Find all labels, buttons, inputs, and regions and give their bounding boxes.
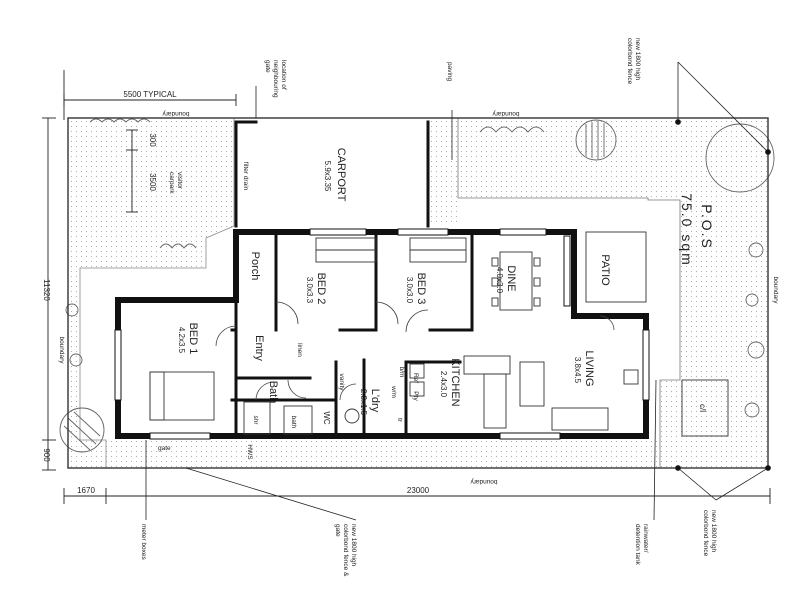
bm-label: b/m (398, 367, 405, 378)
shr-label: shr (252, 415, 259, 425)
vanity-label: vanity (338, 374, 345, 392)
pty-label: Pty (412, 391, 419, 401)
building-walls (115, 120, 649, 439)
boundary-top-right: boundary (492, 110, 520, 117)
entry-label: Entry (253, 335, 265, 361)
landscaping (67, 117, 769, 469)
dim-setback-b: 3500 (148, 173, 157, 191)
note-fence-bottom-right: new 1800 high colorbond fence (702, 510, 717, 557)
note-visitor-carpark: visitor carpark (168, 172, 183, 194)
dim-typical: 5500 TYPICAL (123, 90, 177, 99)
bed2-label: BED 2 3.0x3.3 (305, 273, 327, 308)
tr-label: tr (396, 418, 403, 423)
garden-left (67, 117, 235, 469)
dimension-labels: 5500 TYPICAL 23000 1670 11320 900 300 35… (42, 90, 430, 495)
hws-label: HWS (246, 444, 253, 460)
patio-label: PATIO (599, 254, 611, 286)
porch-label: Porch (249, 252, 261, 281)
note-gate: gate (158, 445, 171, 452)
pos-label: P.O.S 75.0 sqm (679, 193, 715, 267)
windows (114, 228, 650, 440)
site-boundary (67, 117, 769, 469)
note-fence-gate: new 1800 high colorbond fence & gate (334, 524, 357, 578)
dim-total-width: 23000 (407, 486, 430, 495)
dimension-lines (42, 70, 771, 504)
plantings (59, 118, 775, 453)
note-neighbour-gate: location of neighbouring gate (264, 60, 287, 99)
wm-label: w/m (390, 385, 397, 398)
wc-label: WC (322, 411, 331, 425)
fixtures (149, 231, 729, 437)
site-note-labels: location of neighbouring gate paving new… (58, 38, 779, 578)
bed1-label: BED 1 4.2x3.5 (177, 323, 199, 358)
boundary-right: boundary (772, 276, 779, 304)
note-fence-top: new 1800 high colorbond fence (626, 38, 641, 85)
dim-left-offset: 1670 (77, 486, 95, 495)
linen-label: linen (296, 343, 303, 357)
filter-drain-label: filter drain (242, 162, 249, 191)
living-label: LIVING 3.8x4.5 (573, 350, 595, 389)
ref-label: Ref (412, 373, 419, 383)
note-meter-boxes: meter boxes (140, 524, 147, 561)
dim-bottom-offset: 900 (42, 448, 51, 462)
boundary-bottom: boundary (470, 478, 498, 485)
ldry-label: L'dry 2.3x1.5 (359, 389, 381, 416)
note-rainwater: rainwater/ detention tank (634, 524, 649, 566)
cl-label: c/l (698, 404, 707, 412)
bath-fixture-label: bath (290, 416, 297, 429)
dine-label: DINE 4.0x3.0 (495, 265, 517, 294)
room-labels: CARPORT 5.9x3.35 filter drain Porch BED … (177, 148, 715, 460)
kitchen-label: KITCHEN 2.4x3.0 (439, 358, 461, 409)
bath-label: Bath (267, 381, 279, 404)
boundary-left: boundary (58, 336, 65, 364)
dim-setback-a: 300 (148, 133, 157, 147)
carport-label: CARPORT 5.9x3.35 (323, 148, 347, 204)
note-paving: paving (446, 62, 453, 82)
paving-strip (428, 118, 458, 222)
bed3-label: BED 3 3.0x3.0 (405, 273, 427, 308)
leader-lines (145, 61, 771, 521)
dim-total-depth: 11320 (42, 279, 51, 301)
boundary-top: boundary (162, 110, 190, 117)
garden-bottom (106, 440, 660, 468)
door-swings (215, 301, 615, 401)
